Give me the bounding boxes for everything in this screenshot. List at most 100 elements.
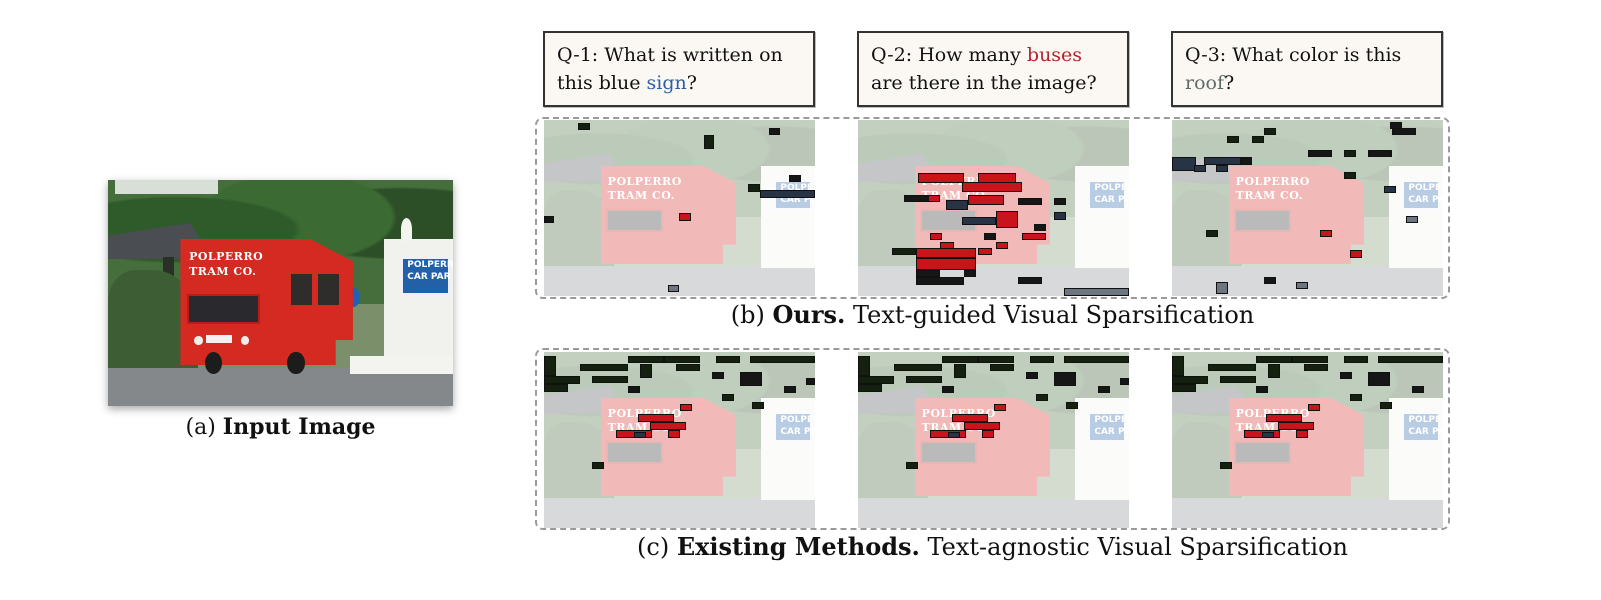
token-patch (952, 414, 988, 422)
question-box-2: Q-2: How many buses are there in the ima… (857, 31, 1129, 107)
token-patch (984, 233, 996, 240)
token-patch (928, 195, 940, 202)
token-patch (1266, 414, 1302, 422)
token-patch (1296, 282, 1308, 289)
token-patch (1172, 157, 1196, 171)
token-patch (1320, 230, 1332, 237)
token-patch (858, 376, 894, 384)
token-patch (1018, 277, 1042, 284)
token-patch (962, 217, 996, 225)
bus-lettering: POLPERRO TRAM CO. (189, 250, 264, 278)
token-patch (740, 372, 762, 386)
planter (349, 356, 453, 375)
token-patch (650, 422, 686, 430)
token-patch (1256, 386, 1268, 393)
token-patch (634, 432, 646, 438)
sky (114, 180, 219, 194)
token-patch (1227, 136, 1239, 143)
token-patch (1054, 198, 1066, 205)
token-patch (906, 462, 918, 469)
token-patch (1120, 378, 1129, 385)
token-patch (1172, 376, 1208, 384)
token-patch (748, 184, 760, 192)
token-patch (1172, 384, 1196, 392)
sign-text-line1: POLPERR (407, 259, 453, 270)
token-patch (962, 182, 1022, 192)
token-patch (544, 384, 568, 392)
token-patch (892, 248, 916, 255)
token-patch (806, 378, 815, 385)
sign-text-line2: CAR PAR (407, 271, 451, 282)
token-patch (1208, 364, 1256, 371)
token-patch (592, 376, 628, 383)
token-patch (1034, 224, 1046, 231)
token-patch (968, 195, 1004, 205)
token-patch (996, 211, 1018, 228)
token-patch (1098, 386, 1110, 393)
token-patch (1030, 356, 1054, 363)
token-patch (1406, 216, 1418, 223)
token-patch (676, 364, 700, 371)
token-patch (1018, 198, 1042, 205)
token-patch (544, 356, 556, 376)
token-patch (1064, 356, 1129, 363)
token-patch (722, 394, 734, 401)
token-patch (948, 432, 960, 438)
token-patch (1216, 165, 1228, 172)
token-patch (964, 270, 976, 277)
existing-frame (535, 348, 1450, 530)
token-patch (1412, 386, 1424, 393)
token-patch (1066, 402, 1078, 409)
token-patch (904, 195, 928, 202)
token-patch (1256, 356, 1292, 363)
token-patch (679, 213, 691, 221)
token-patch (784, 386, 796, 393)
token-patch (1344, 150, 1356, 157)
token-patch (1036, 394, 1048, 401)
token-patch (916, 270, 940, 277)
token-patch (1380, 402, 1392, 409)
token-patch (1220, 462, 1232, 469)
token-patch (664, 356, 700, 363)
token-patch (1022, 233, 1046, 240)
fade-overlay (544, 120, 815, 296)
input-caption: (a) Input Image (185, 414, 376, 440)
ours-caption: (b) Ours. Text-guided Visual Sparsificat… (730, 300, 1255, 329)
token-patch (1194, 165, 1206, 172)
token-patch (1206, 230, 1218, 237)
blue-sign: POLPERR CAR PAR (401, 256, 453, 296)
token-patch (1304, 364, 1328, 371)
highlight-word: buses (1026, 44, 1083, 66)
token-patch (640, 364, 652, 378)
token-patch (942, 386, 954, 393)
token-patch (752, 402, 764, 409)
token-patch (858, 384, 882, 392)
token-patch (918, 173, 964, 183)
question-label: Q-3: (1185, 44, 1227, 66)
token-patch (580, 364, 628, 371)
headlamp (194, 336, 203, 346)
token-patch (1344, 172, 1356, 179)
input-image: POLPERR CAR PAR POLPERRO TRAM CO. (108, 180, 453, 406)
token-patch (760, 190, 815, 198)
token-patch (1384, 186, 1396, 193)
token-patch (1262, 432, 1274, 438)
ours-frame (535, 117, 1450, 299)
fade-overlay (544, 352, 815, 528)
token-patch (954, 364, 966, 378)
highlight-word: sign (646, 72, 687, 94)
wheel (204, 351, 222, 375)
highlight-word: roof (1185, 72, 1224, 94)
token-patch (544, 216, 554, 223)
token-patch (1240, 157, 1252, 165)
token-patch (894, 364, 942, 371)
license-plate (206, 334, 233, 343)
token-patch (668, 285, 679, 292)
token-patch (916, 258, 976, 270)
token-patch (668, 430, 680, 438)
token-patch (638, 414, 674, 422)
